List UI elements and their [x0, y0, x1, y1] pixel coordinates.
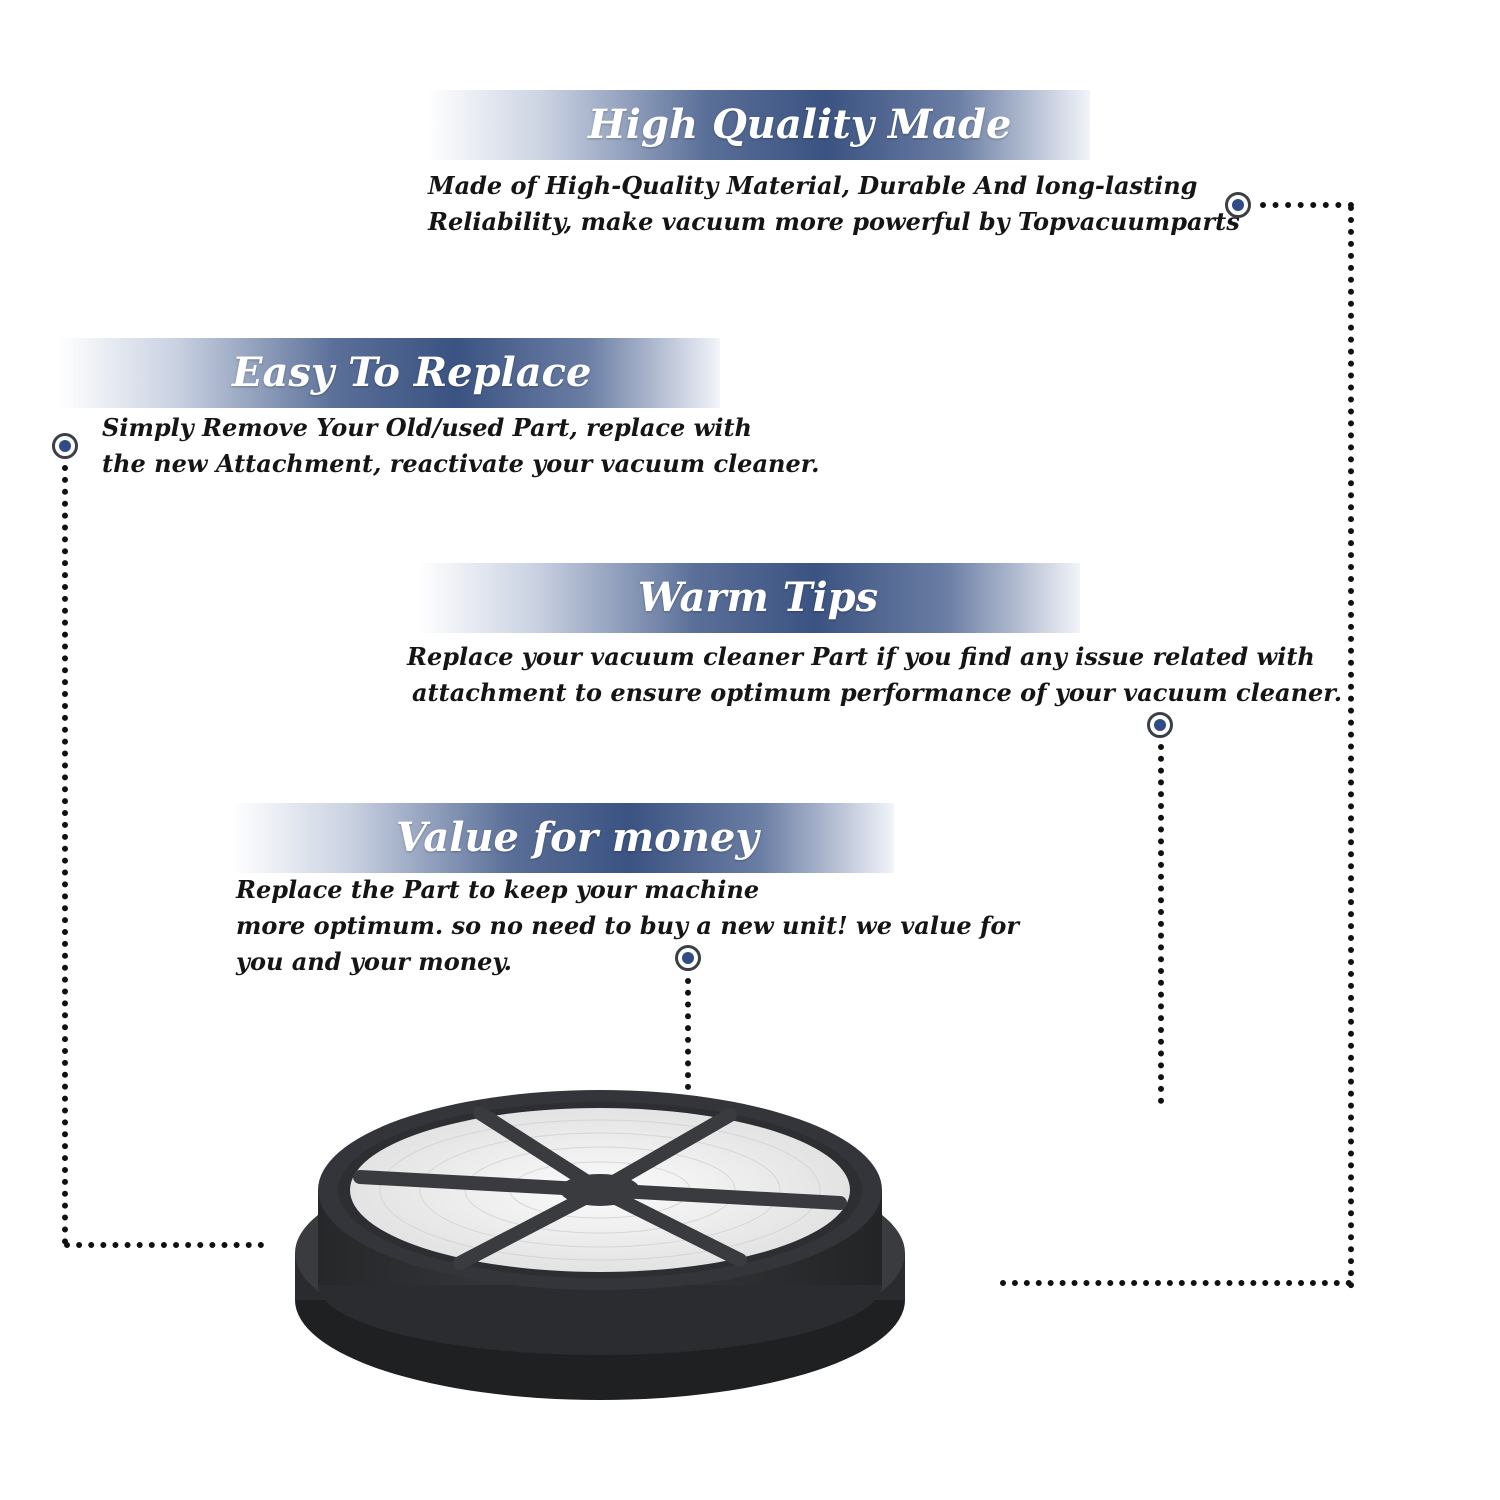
desc-line: the new Attachment, reactivate your vacu… [102, 449, 820, 478]
connector-line [64, 1242, 264, 1248]
desc-line: Replace the Part to keep your machine [236, 875, 760, 904]
section-title-high-quality: High Quality Made [588, 101, 1012, 148]
section-desc-warm-tips: Replace your vacuum cleaner Part if you … [407, 639, 1342, 711]
connector-line [1260, 202, 1354, 208]
section-desc-easy-to-replace: Simply Remove Your Old/used Part, replac… [102, 410, 820, 482]
section-title-warm-tips: Warm Tips [638, 574, 879, 621]
hepa-filter-image [295, 1090, 905, 1400]
target-dot-icon [1225, 192, 1251, 218]
desc-line: attachment to ensure optimum performance… [412, 678, 1343, 707]
desc-line: you and your money. [236, 947, 512, 976]
desc-line: Replace your vacuum cleaner Part if you … [407, 642, 1315, 671]
banner-warm-tips: Warm Tips [418, 563, 1080, 633]
section-desc-high-quality: Made of High-Quality Material, Durable A… [428, 168, 1240, 240]
desc-line: Simply Remove Your Old/used Part, replac… [102, 413, 752, 442]
connector-line [1000, 1280, 1352, 1286]
desc-line: Made of High-Quality Material, Durable A… [428, 171, 1198, 200]
banner-high-quality: High Quality Made [428, 90, 1090, 160]
target-dot-icon [52, 433, 78, 459]
banner-value-for-money: Value for money [232, 803, 894, 873]
section-desc-value-for-money: Replace the Part to keep your machine mo… [236, 872, 1019, 980]
connector-line [62, 465, 68, 1245]
section-title-easy-to-replace: Easy To Replace [232, 349, 592, 396]
desc-line: more optimum. so no need to buy a new un… [236, 911, 1019, 940]
section-title-value-for-money: Value for money [396, 814, 759, 861]
connector-line [1158, 744, 1164, 1104]
desc-line: Reliability, make vacuum more powerful b… [428, 207, 1240, 236]
target-dot-icon [675, 945, 701, 971]
connector-line [685, 978, 691, 1090]
banner-easy-to-replace: Easy To Replace [58, 338, 720, 408]
target-dot-icon [1147, 712, 1173, 738]
connector-line [1348, 205, 1354, 1289]
